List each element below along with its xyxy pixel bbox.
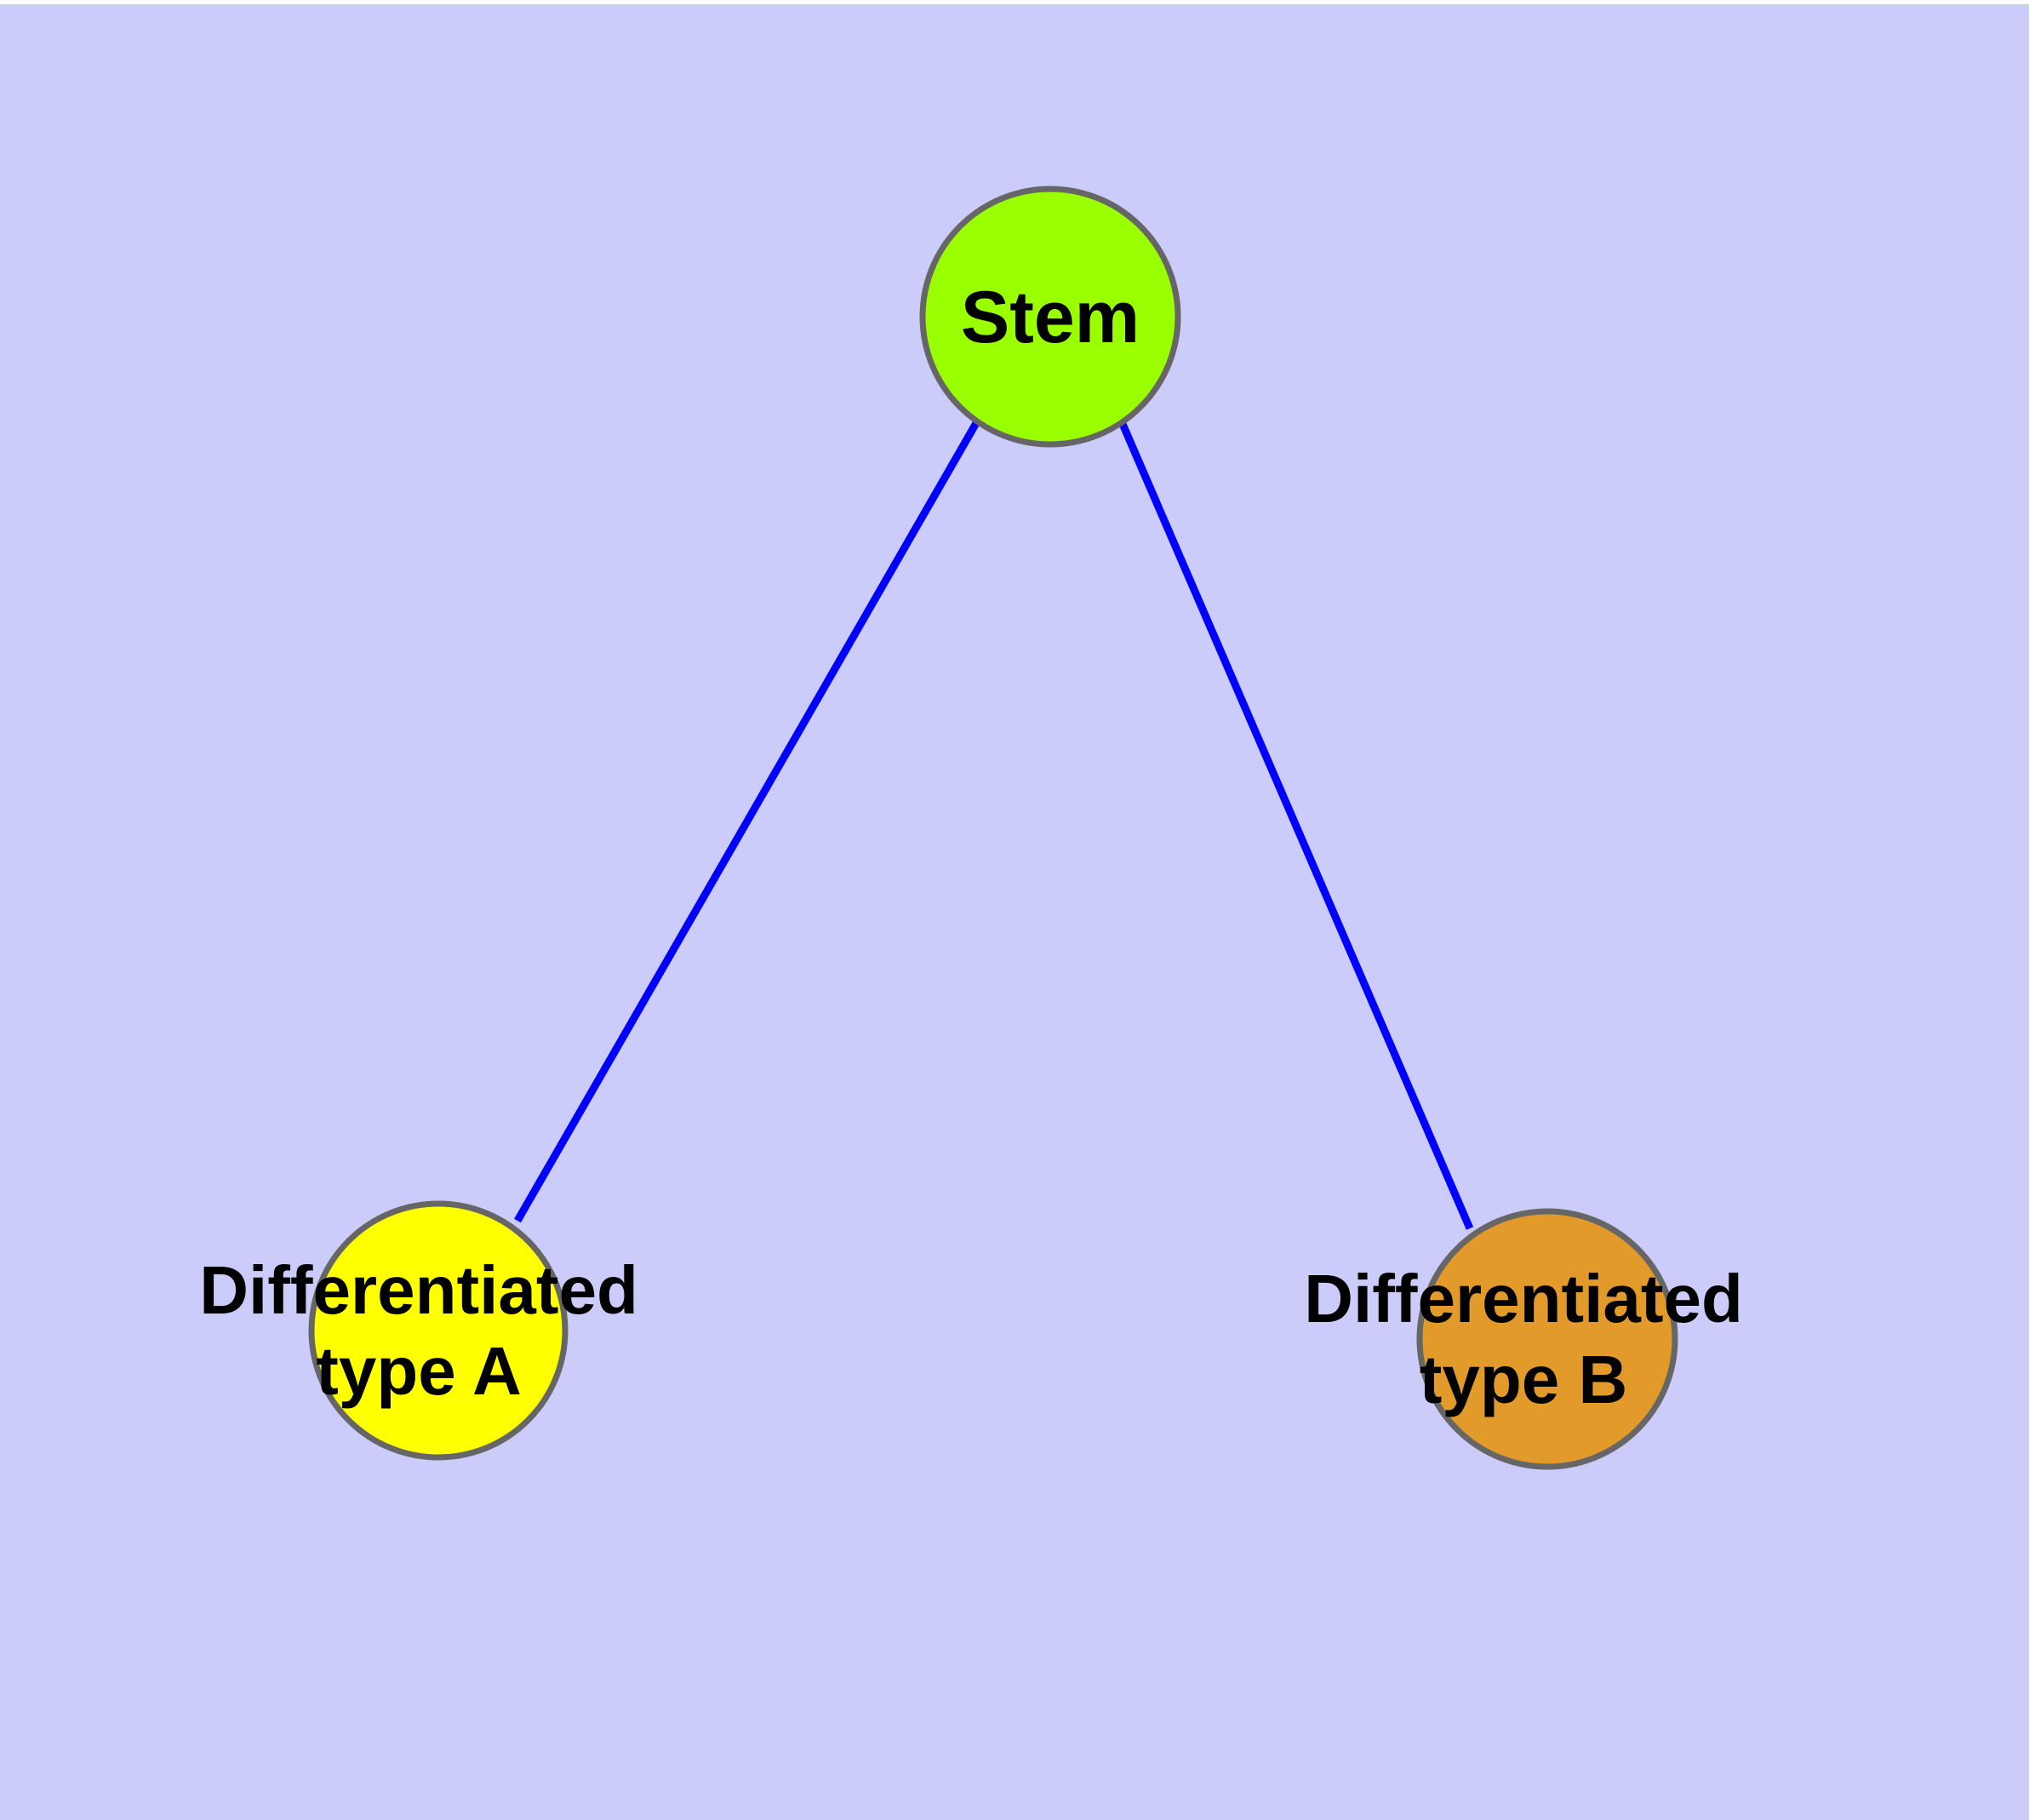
edge-stem-to-differentiated-type-b: [1118, 422, 1474, 1230]
node-differentiated-type-b-circle[interactable]: [1416, 1208, 1678, 1470]
node-differentiated-type-a-label-line2: type A: [316, 1333, 522, 1409]
node-stem[interactable]: Stem: [919, 186, 1181, 448]
node-stem-label: Stem: [961, 277, 1140, 358]
node-differentiated-type-b-label-line2: type B: [1420, 1342, 1628, 1417]
node-differentiated-type-a[interactable]: Differentiated type A: [199, 1200, 638, 1461]
edge-layer: [514, 421, 1474, 1230]
node-differentiated-type-a-circle[interactable]: [308, 1200, 569, 1461]
node-differentiated-type-a-label-line1: Differentiated: [199, 1252, 638, 1328]
node-stem-circle[interactable]: [919, 186, 1181, 448]
node-layer: Stem Differentiated type A Differentiate…: [199, 186, 1743, 1470]
node-differentiated-type-b[interactable]: Differentiated type B: [1304, 1208, 1743, 1470]
node-differentiated-type-b-label-line1: Differentiated: [1304, 1261, 1743, 1336]
edge-stem-to-differentiated-type-a: [514, 421, 980, 1223]
